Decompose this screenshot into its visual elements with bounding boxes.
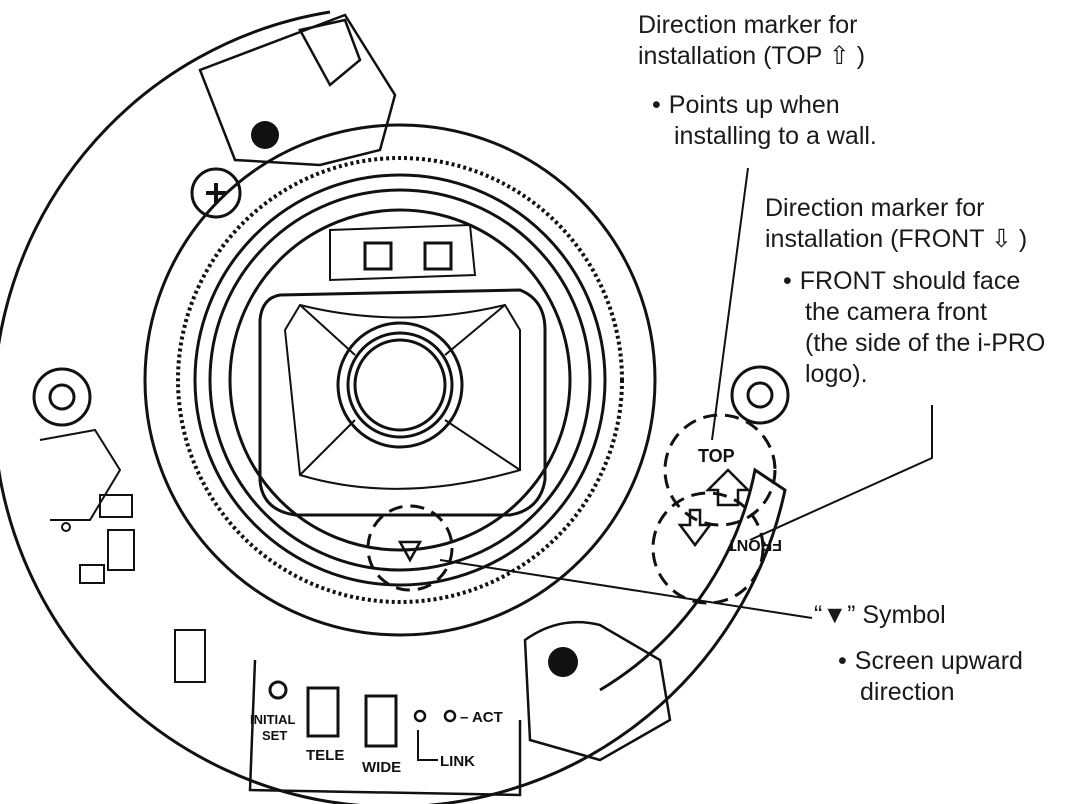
phillips-cross	[206, 183, 226, 203]
mount-hole-bottom	[548, 647, 578, 677]
initial-set-label-1: INITIAL	[250, 712, 296, 727]
front-marker-callout: Direction marker for installation (FRONT…	[765, 193, 1027, 255]
lens-mid	[346, 331, 454, 439]
symbol-title: “▼” Symbol	[814, 601, 946, 629]
symbol-note: Screen upward direction	[838, 646, 1023, 708]
tele-label: TELE	[306, 747, 344, 764]
phillips-screw	[190, 167, 242, 219]
top-marker-title-2: installation (TOP ⇧ )	[638, 42, 866, 70]
camera-housing-outline	[0, 10, 787, 804]
front-marker-bullet-cont-3: logo).	[805, 360, 868, 388]
symbol-dashed-circle	[366, 504, 454, 592]
bottom-mount-bracket	[523, 620, 672, 762]
front-device-label: FRONT	[727, 536, 782, 553]
front-marker-bullet: FRONT should face	[783, 266, 1045, 297]
right-screw-outer	[730, 365, 790, 425]
link-led	[413, 709, 427, 723]
mid-ring	[193, 173, 607, 587]
wide-connector	[364, 694, 398, 748]
left-screw-inner	[48, 383, 76, 411]
lens-outer	[336, 321, 464, 449]
top-marker-callout: Direction marker for installation (TOP ⇧…	[638, 10, 865, 72]
inner-ring-2	[228, 208, 572, 552]
front-marker-bullet-cont-1: the camera front	[805, 298, 988, 326]
sensor-chip-right	[423, 241, 453, 271]
top-leader-line	[711, 167, 749, 441]
down-arrow-icon	[677, 508, 713, 548]
symbol-bullet: Screen upward	[838, 646, 1023, 677]
symbol-callout: “▼” Symbol	[814, 600, 946, 631]
housing-bottom-edge	[248, 659, 522, 797]
initial-set-label-2: SET	[262, 728, 287, 743]
camera-housing-inner-outline	[298, 18, 362, 87]
gear-ring	[176, 156, 624, 604]
top-dashed-circle	[663, 413, 777, 527]
link-label: LINK	[440, 753, 475, 770]
front-marker-note: FRONT should face the camera front (the …	[783, 266, 1046, 390]
tele-connector	[306, 686, 340, 738]
act-label: – ACT	[460, 709, 503, 726]
link-leader	[417, 730, 438, 761]
top-mount-bracket	[198, 13, 397, 167]
right-screw-inner	[746, 381, 774, 409]
front-marker-title-2: installation (FRONT ⇩ )	[765, 225, 1028, 253]
top-device-label: TOP	[698, 446, 735, 466]
front-marker-title-1: Direction marker for	[765, 194, 985, 222]
outer-ring	[143, 123, 657, 637]
top-marker-title-1: Direction marker for	[638, 11, 858, 39]
wide-label: WIDE	[362, 759, 401, 776]
down-triangle-icon	[397, 540, 423, 563]
act-led	[443, 709, 457, 723]
top-marker-note: Points up when installing to a wall.	[652, 90, 877, 152]
top-marker-bullet-cont: installing to a wall.	[674, 122, 877, 150]
left-screw-outer	[32, 367, 92, 427]
front-marker-bullet-cont-2: (the side of the i-PRO	[805, 329, 1046, 357]
up-arrow-icon	[704, 468, 752, 507]
sensor-chip-left	[363, 241, 393, 271]
top-marker-bullet: Points up when	[652, 90, 877, 121]
initial-set-button	[268, 680, 288, 700]
front-leader-line	[749, 405, 933, 541]
symbol-leader-line	[439, 559, 813, 619]
lens-inner	[353, 338, 447, 432]
inner-ring	[208, 188, 592, 572]
mount-hole-top	[251, 121, 279, 149]
symbol-bullet-cont: direction	[860, 678, 955, 706]
lens-block	[258, 288, 547, 517]
front-dashed-circle	[651, 491, 765, 605]
